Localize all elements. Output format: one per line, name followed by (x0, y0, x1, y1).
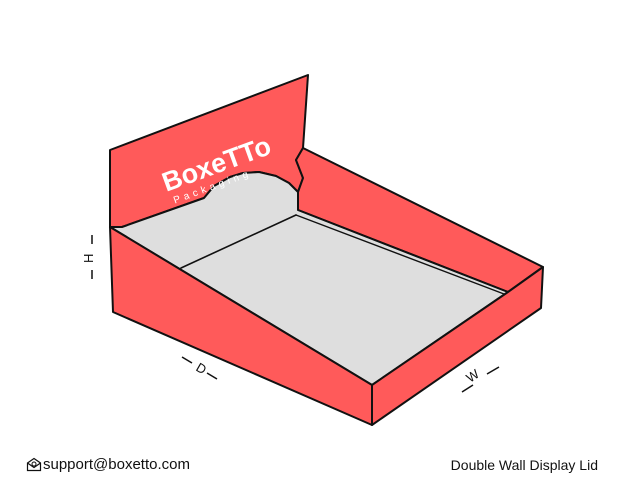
double-wall-edge (297, 209, 509, 293)
front-right-panel (371, 266, 544, 426)
width-label: W (463, 366, 482, 386)
support-email: support@boxetto.com (26, 456, 190, 473)
support-email-text[interactable]: support@boxetto.com (43, 456, 190, 473)
double-wall-edge-inner (295, 214, 505, 295)
product-name: Double Wall Display Lid (450, 457, 598, 473)
floor-fold-line (180, 214, 297, 269)
height-label: H (81, 254, 96, 263)
email-at-icon (26, 457, 42, 472)
depth-dimension (181, 356, 218, 380)
depth-label: D (194, 360, 210, 378)
width-dimension (461, 366, 500, 393)
